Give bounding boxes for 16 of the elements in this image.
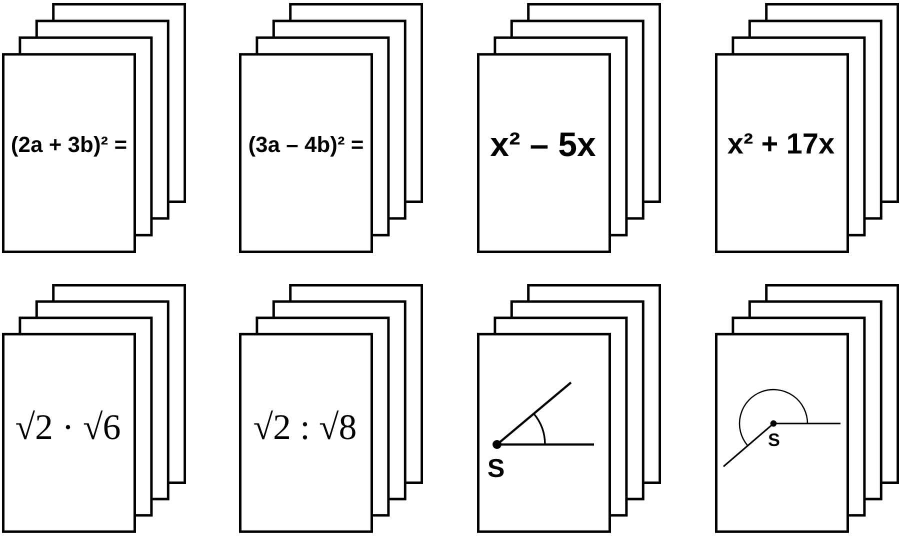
math-expression: x² – 5x: [490, 128, 596, 162]
math-expression: x² + 17x: [727, 130, 835, 160]
card-stack: [477, 2, 662, 253]
card-stack: [2, 284, 186, 533]
card-stack: [239, 284, 424, 533]
card-stack: [239, 2, 424, 253]
point-label: S: [487, 454, 505, 481]
card-stack: [2, 2, 186, 253]
math-expression: (3a – 4b)² =: [248, 134, 364, 156]
card-stack: [715, 284, 900, 533]
math-expression: √2 : √8: [253, 408, 357, 445]
card-stack: [477, 284, 662, 533]
math-expression: √2 · √6: [15, 408, 121, 445]
math-expression: (2a + 3b)² =: [10, 134, 128, 156]
point-label: S: [768, 430, 780, 449]
card-stack: [715, 2, 900, 253]
